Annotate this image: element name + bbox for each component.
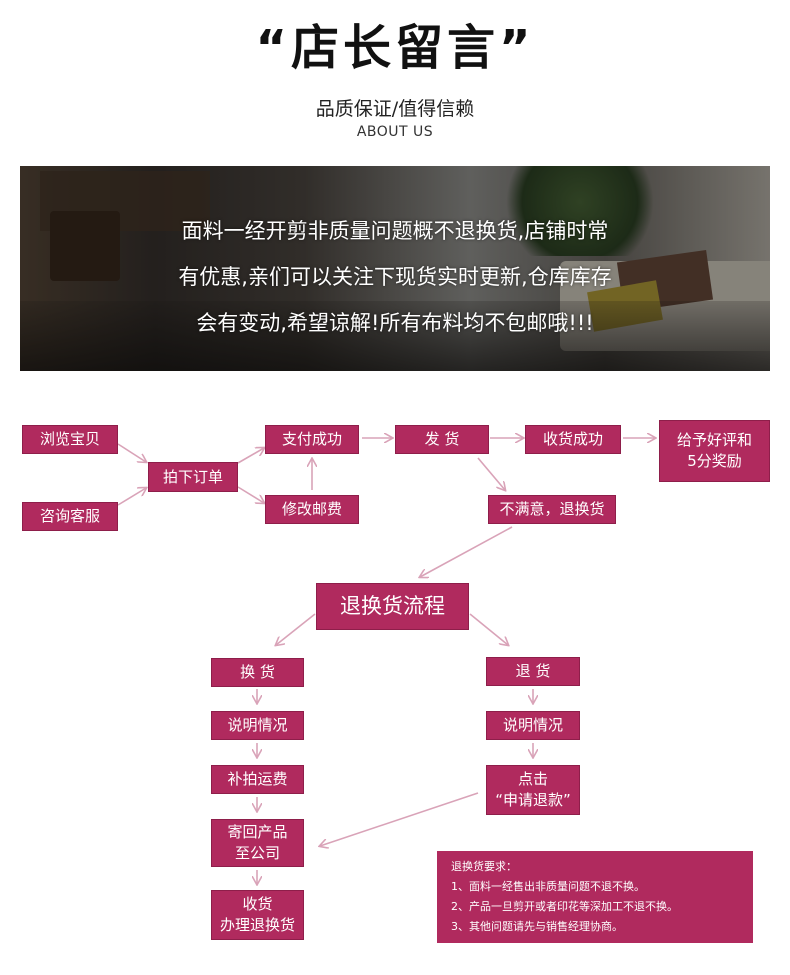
step-modify-postage: 修改邮费	[265, 495, 359, 524]
requirement-item: 3、其他问题请先与销售经理协商。	[451, 920, 623, 933]
send-back-line: 寄回产品	[227, 823, 288, 841]
arrow	[117, 443, 146, 462]
refund-apply-line: “申请退款”	[495, 791, 571, 809]
banner-plant-decor	[490, 166, 670, 256]
requirement-item: 1、面料一经售出非质量问题不退不换。	[451, 880, 645, 893]
about-us-label: ABOUT US	[356, 124, 434, 140]
review-line: 5分奖励	[687, 452, 742, 470]
step-consult: 咨询客服	[22, 502, 118, 531]
exchange-pay-shipping: 补拍运费	[211, 765, 304, 794]
arrow	[276, 613, 316, 645]
arrow	[237, 448, 264, 464]
exchange-send-back: 寄回产品 至公司	[211, 819, 304, 867]
receive-line: 收货	[242, 895, 273, 913]
notice-banner: 面料一经开剪非质量问题概不退换货,店铺时常 有优惠,亲们可以关注下现货实时更新,…	[20, 166, 770, 371]
arrow	[320, 792, 479, 846]
step-review-reward: 给予好评和 5分奖励	[659, 420, 770, 482]
arrow	[469, 613, 508, 645]
exchange-title: 换 货	[211, 658, 304, 687]
banner-floor-decor	[20, 301, 770, 371]
banner-line: 有优惠,亲们可以关注下现货实时更新,仓库库存	[178, 265, 612, 289]
return-requirements: 退换货要求： 1、面料一经售出非质量问题不退不换。 2、产品一旦剪开或者印花等深…	[437, 851, 753, 943]
arrow	[477, 457, 505, 490]
step-place-order: 拍下订单	[148, 462, 238, 492]
banner-chair-decor	[50, 211, 120, 281]
page-title: “店长留言”	[255, 20, 535, 76]
receive-line: 办理退换货	[219, 916, 295, 934]
requirements-heading: 退换货要求：	[451, 860, 517, 873]
refund-apply-line: 点击	[517, 770, 548, 788]
exchange-receive: 收货 办理退换货	[211, 890, 304, 940]
exchange-explain: 说明情况	[211, 711, 304, 740]
banner-line: 会有变动,希望谅解!所有布料均不包邮哦!!!	[196, 311, 594, 335]
refund-title: 退 货	[486, 657, 580, 686]
requirement-item: 2、产品一旦剪开或者印花等深加工不退不换。	[451, 900, 678, 913]
step-browse: 浏览宝贝	[22, 425, 118, 454]
send-back-line: 至公司	[234, 844, 280, 862]
refund-explain: 说明情况	[486, 711, 580, 740]
step-ship: 发 货	[395, 425, 489, 454]
page-subtitle: 品质保证/值得信赖	[315, 98, 475, 120]
arrow	[117, 488, 146, 506]
banner-line: 面料一经开剪非质量问题概不退换货,店铺时常	[181, 219, 609, 243]
arrow	[420, 526, 513, 577]
banner-overlay	[20, 166, 770, 371]
refund-apply: 点击 “申请退款”	[486, 765, 580, 815]
step-unsatisfied: 不满意，退换货	[488, 495, 616, 524]
step-received: 收货成功	[525, 425, 621, 454]
arrow	[237, 486, 264, 503]
banner-notice-text: 面料一经开剪非质量问题概不退换货,店铺时常 有优惠,亲们可以关注下现货实时更新,…	[20, 208, 770, 346]
return-process-title: 退换货流程	[316, 583, 469, 630]
review-line: 给予好评和	[676, 431, 752, 449]
step-payment-success: 支付成功	[265, 425, 359, 454]
